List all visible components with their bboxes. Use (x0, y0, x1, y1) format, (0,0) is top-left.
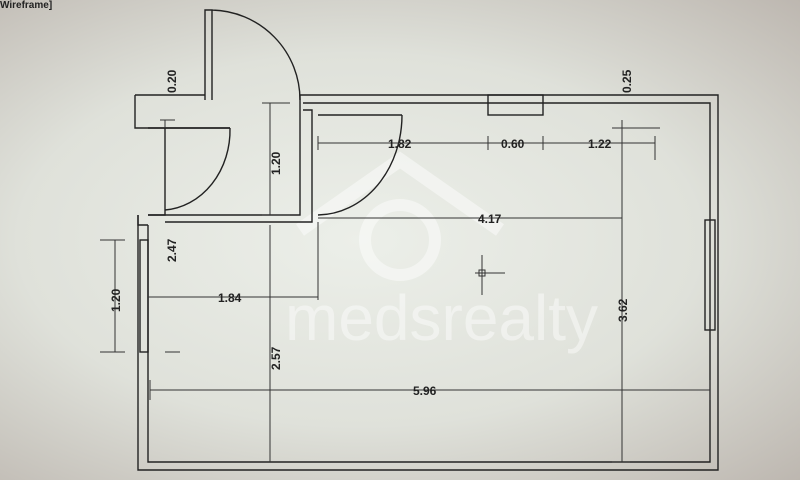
dim-4-17: 4.17 (478, 212, 502, 226)
dim-2-47: 2.47 (165, 238, 179, 262)
dim-1-20-window: 1.20 (109, 288, 123, 312)
room-door (317, 114, 403, 216)
entrance-door (204, 9, 301, 101)
dimension-labels: 0.20 0.25 1.82 0.60 1.22 1.20 4.17 2.47 … (109, 69, 634, 398)
dim-2-57: 2.57 (269, 346, 283, 370)
watermark: medsrealty (285, 151, 598, 354)
viewport-label: Wireframe] (0, 0, 53, 11)
watermark-text: medsrealty (285, 282, 598, 354)
walls (134, 94, 719, 471)
dim-1-82: 1.82 (388, 137, 412, 151)
dimension-lines (100, 102, 711, 463)
dim-1-20-corridor: 1.20 (269, 151, 283, 175)
dim-3-62: 3.62 (616, 298, 630, 322)
bathroom-door (164, 127, 231, 211)
doors (164, 9, 403, 216)
dim-0-25: 0.25 (620, 69, 634, 93)
dim-0-20: 0.20 (165, 69, 179, 93)
windows (139, 94, 716, 353)
dim-0-60: 0.60 (501, 137, 525, 151)
dim-1-84: 1.84 (218, 291, 242, 305)
dim-5-96: 5.96 (413, 384, 437, 398)
dim-1-22: 1.22 (588, 137, 612, 151)
